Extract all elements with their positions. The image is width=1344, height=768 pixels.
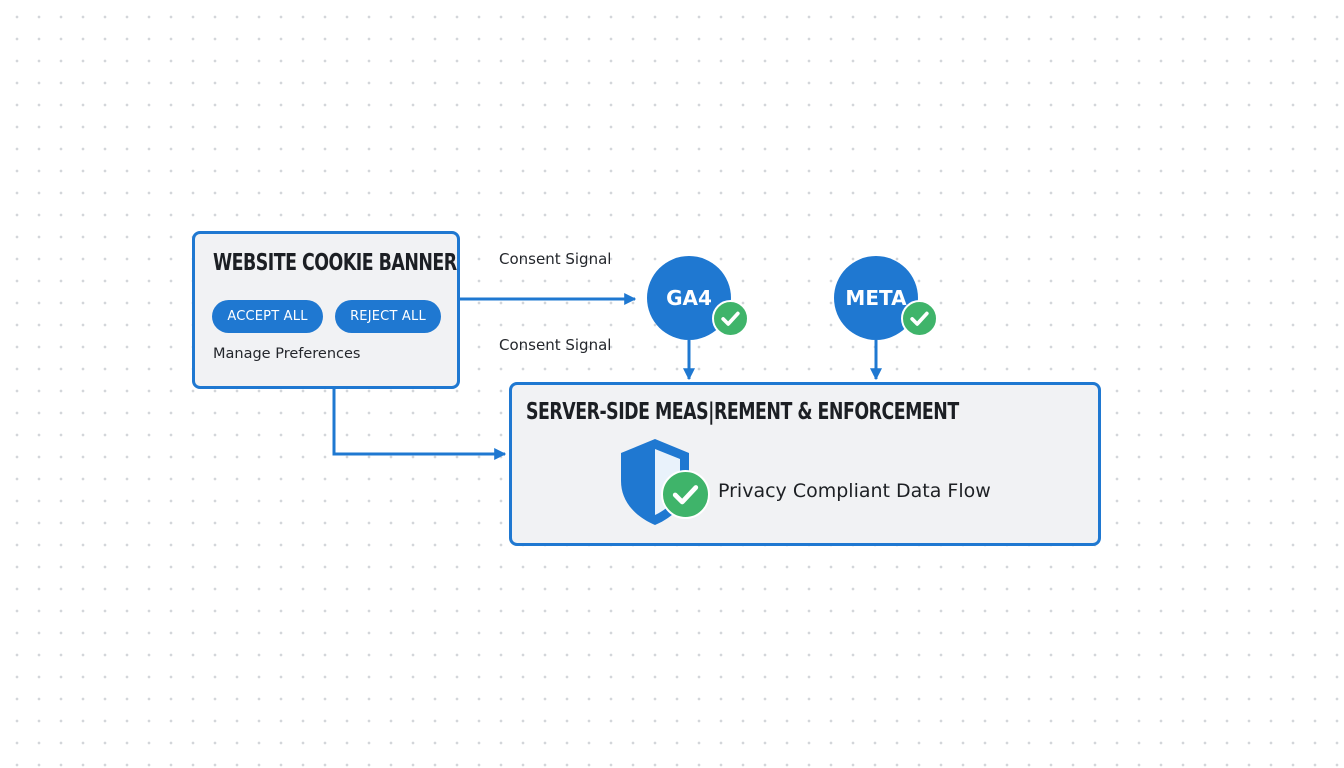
- cookie-banner-title: WEBSITE COOKIE BANNER: [213, 250, 457, 276]
- server-side-title: SERVER-SIDE MEAS|REMENT & ENFORCEMENT: [526, 399, 959, 425]
- consent-signal-label-top: Consent Signal: [499, 250, 612, 268]
- banner-to-server-arrow: [332, 389, 507, 460]
- meta-check-icon: [901, 300, 938, 337]
- manage-preferences-link[interactable]: Manage Preferences: [213, 346, 361, 362]
- ga4-label: GA4: [666, 286, 712, 310]
- meta-label: META: [845, 286, 907, 310]
- ga4-check-icon: [712, 300, 749, 337]
- meta-node: META: [834, 256, 918, 340]
- server-side-box: [509, 382, 1101, 546]
- privacy-check-icon: [661, 470, 710, 519]
- accept-all-button[interactable]: ACCEPT ALL: [212, 300, 323, 333]
- reject-all-button[interactable]: REJECT ALL: [335, 300, 441, 333]
- privacy-compliant-label: Privacy Compliant Data Flow: [718, 480, 991, 502]
- consent-signal-label-bottom: Consent Signal: [499, 336, 612, 354]
